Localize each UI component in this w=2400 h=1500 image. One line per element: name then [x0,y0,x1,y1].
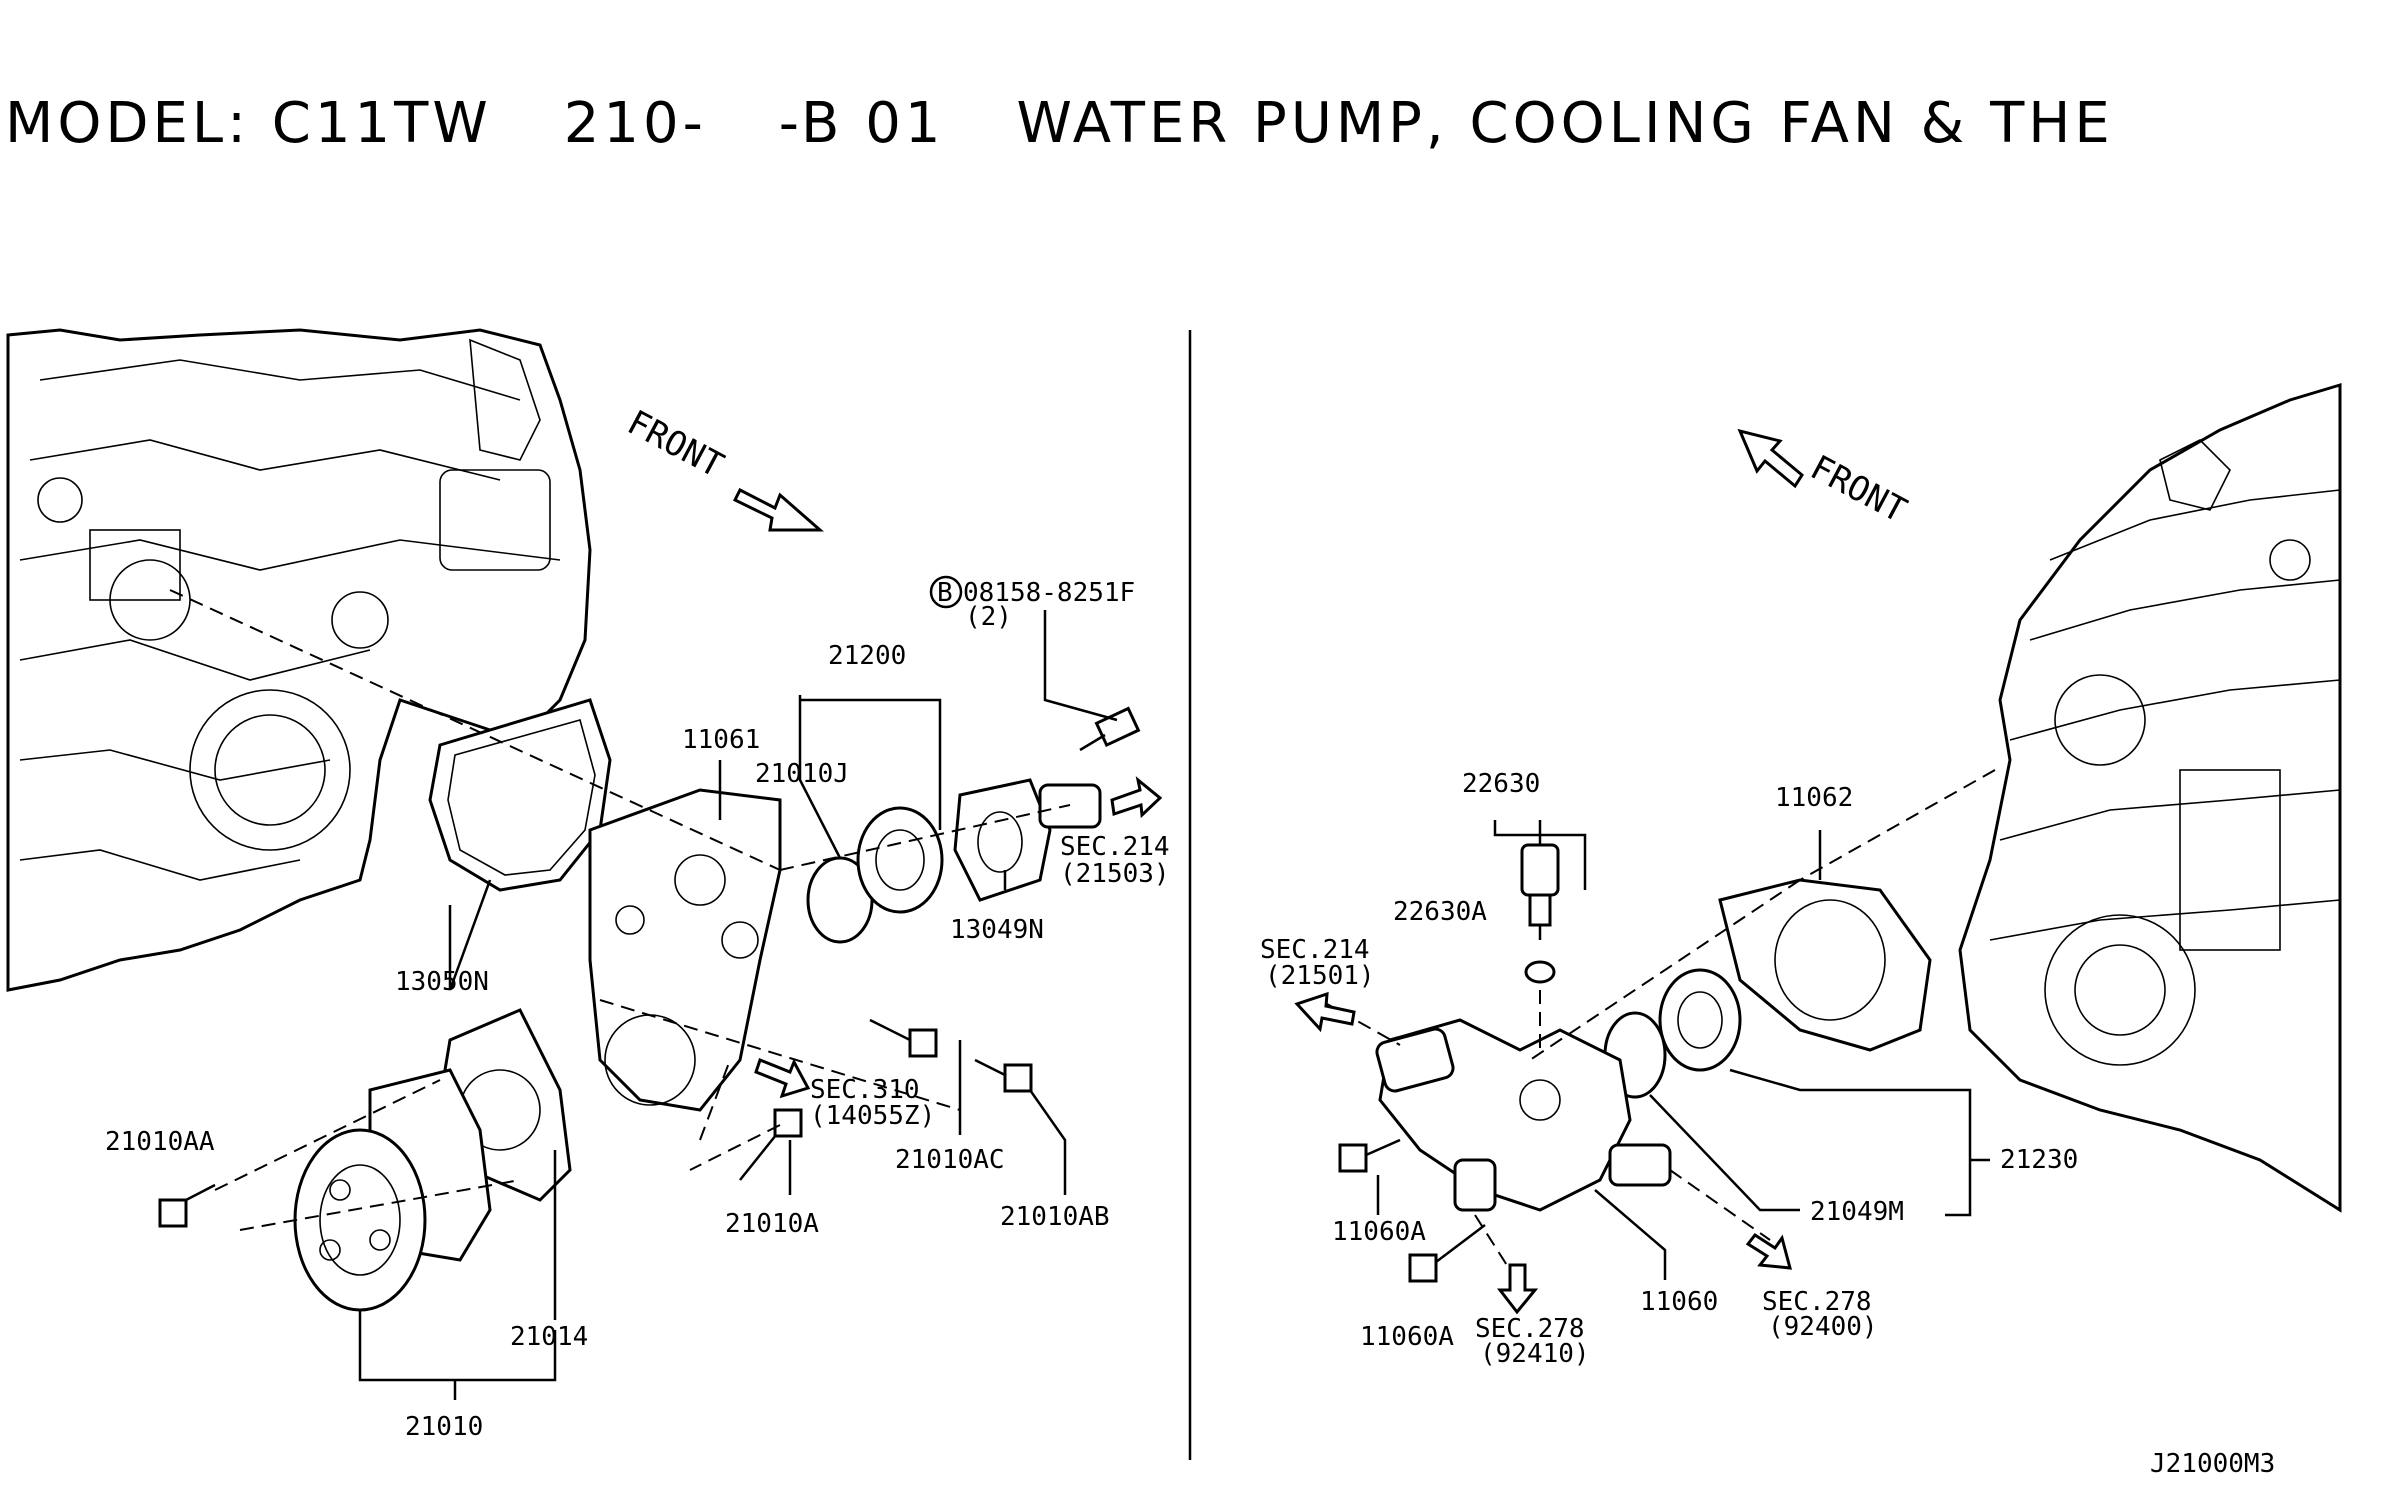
mark-b-circle [929,575,963,609]
label-21010: 21010 [405,1412,483,1442]
gasket-13050n [428,698,612,892]
bolt-11060a-lower [1408,1224,1486,1283]
front-label-left: FRONT [621,403,730,486]
bolt-11060a-upper [1338,1138,1401,1173]
washer-22630a [1524,960,1556,984]
label-11062: 11062 [1775,783,1853,813]
label-sec278b-ref: (92400) [1768,1312,1878,1342]
label-21049m: 21049M [1810,1197,1904,1227]
front-arrow-left-icon [732,487,824,532]
sensor-22630 [1520,843,1560,940]
label-21230: 21230 [2000,1145,2078,1175]
label-21010aa: 21010AA [105,1127,215,1157]
front-arrow-right-icon [1737,428,1804,489]
label-mark-b: B [937,578,953,608]
label-21200: 21200 [828,641,906,671]
bolt-08158 [1079,706,1141,752]
water-pump-21010 [293,1068,492,1312]
label-11060a-upper: 11060A [1332,1217,1426,1247]
label-11061: 11061 [682,725,760,755]
group-code: 210- [563,96,707,152]
bolt-21010a [739,1108,803,1181]
label-22630a: 22630A [1393,897,1487,927]
variant-code: -B 01 [778,96,945,152]
label-sec278b: SEC.278 [1762,1287,1872,1317]
label-11060a-lower: 11060A [1360,1322,1454,1352]
label-11060: 11060 [1640,1287,1718,1317]
label-22630: 22630 [1462,769,1540,799]
label-21010j: 21010J [755,759,849,789]
label-08158-8251f: 08158-8251F [963,578,1135,608]
bolt-21010ab [974,1058,1033,1093]
right-panel: FRONT 22630 22630A 11062 SEC.214 (21501)… [1260,382,2342,1369]
label-sec310: SEC.310 [810,1075,920,1105]
diagram-code: J21000M3 [2150,1449,2275,1479]
model-label: MODEL: C11TW [5,96,492,152]
label-21014: 21014 [510,1322,588,1352]
label-sec278a-ref: (92410) [1480,1339,1590,1369]
front-label-right: FRONT [1804,448,1913,531]
engine-block-right [1958,382,2342,1213]
arrow-sec310 [754,1058,811,1099]
label-21010ab: 21010AB [1000,1202,1110,1232]
arrow-sec214-left [1110,776,1163,819]
label-13049n: 13049N [950,915,1044,945]
label-sec214-left-ref: (21503) [1060,859,1170,889]
label-sec214-right-ref: (21501) [1265,961,1375,991]
label-sec310-ref: (14055Z) [810,1101,935,1131]
thermostat-21200 [856,806,944,914]
label-sec214-left: SEC.214 [1060,832,1170,862]
bolt-21010ac [869,1018,938,1058]
label-21010a: 21010A [725,1209,819,1239]
arrow-sec214-right [1294,991,1356,1033]
gasket-11062 [1718,878,1932,1052]
housing-11061 [588,788,782,1112]
left-panel: FRONT B 08158-8251F (2) 21200 11061 2101… [6,328,1170,1442]
arrow-sec278a [1496,1263,1539,1315]
label-08158-qty: (2) [965,602,1012,632]
page-title: MODEL: C11TW 210- -B 01 WATER PUMP, COOLING… [5,96,2355,152]
label-21010ac: 21010AC [895,1145,1005,1175]
section-title: WATER PUMP, COOLING FAN & THE [1016,96,2114,152]
housing-11060 [1375,1018,1672,1212]
bolt-21010aa [158,1183,216,1228]
arrow-sec278b [1745,1232,1793,1270]
thermostat-21049m [1658,968,1742,1072]
label-13050n: 13050N [395,967,489,997]
label-sec214-right: SEC.214 [1260,935,1370,965]
label-sec278a: SEC.278 [1475,1314,1585,1344]
